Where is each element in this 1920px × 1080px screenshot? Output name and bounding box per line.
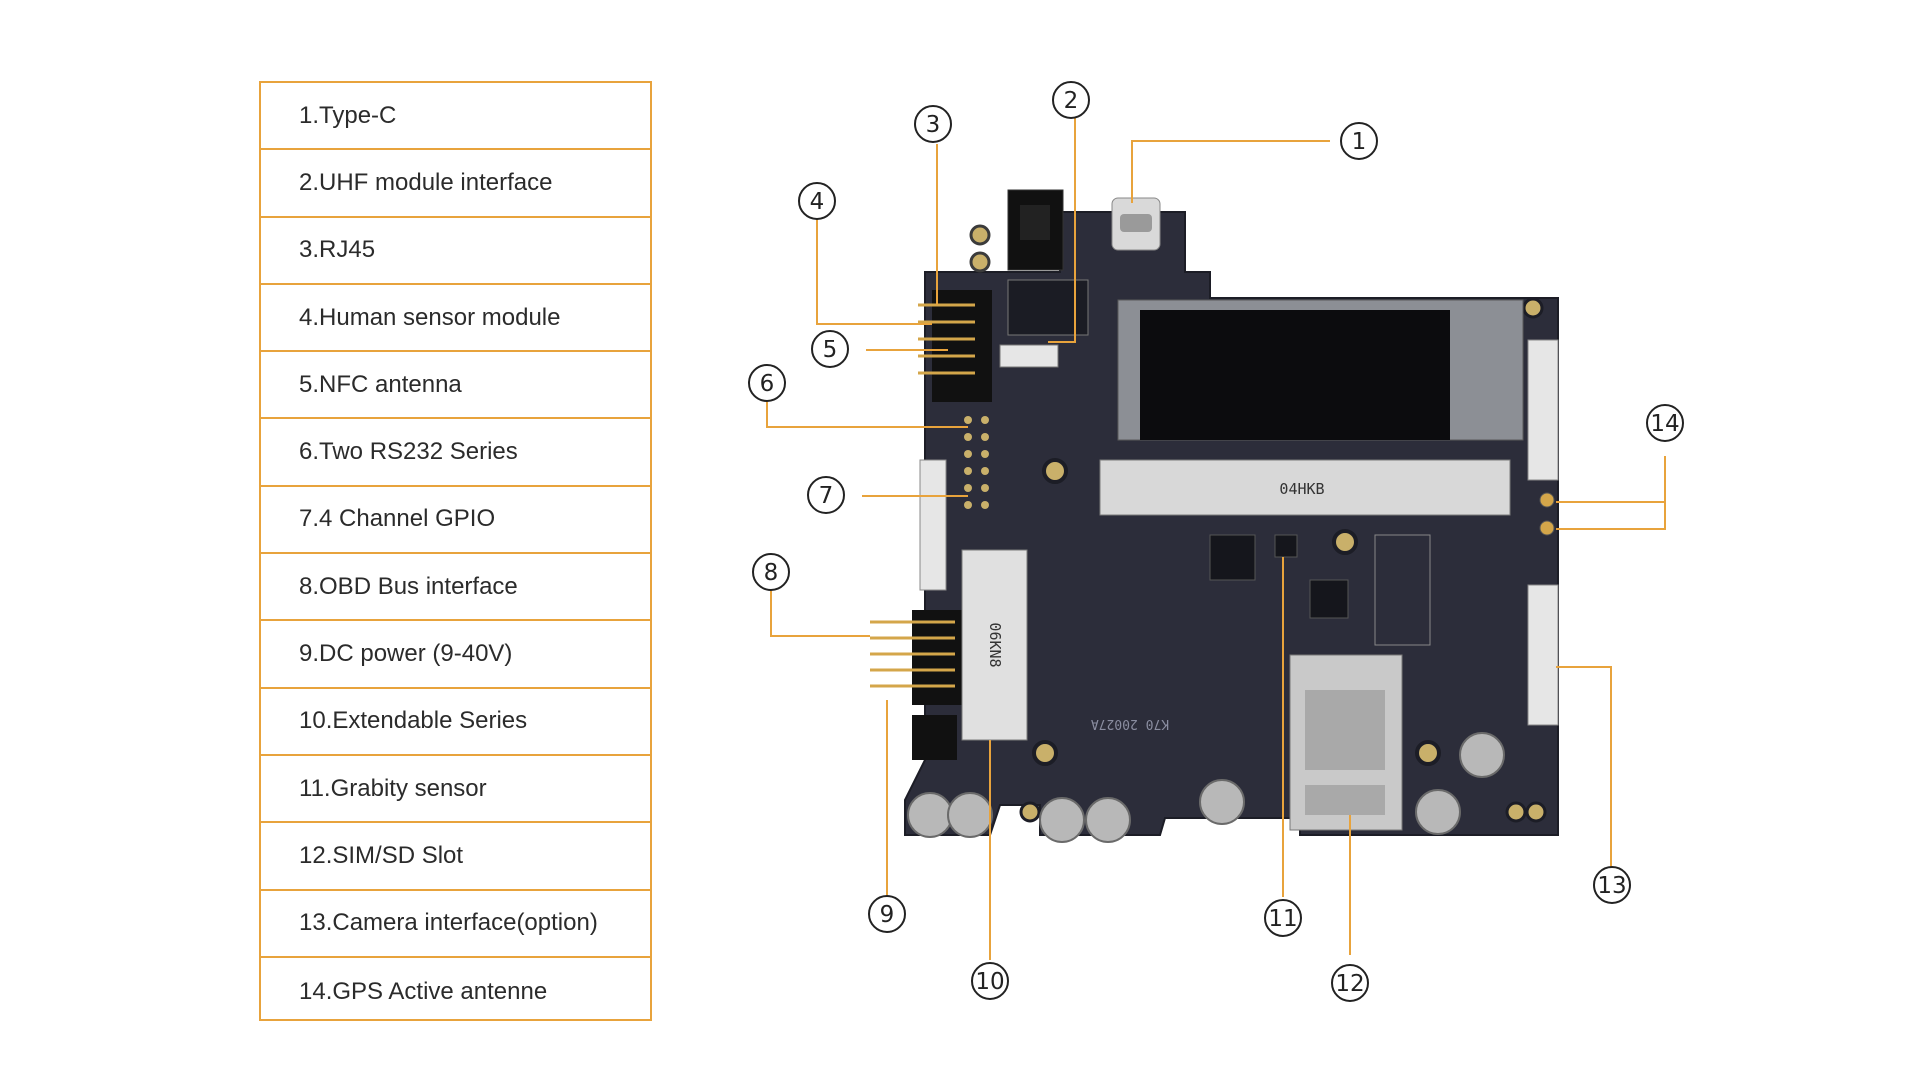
- mount-hole: [969, 224, 991, 246]
- callout-8: 8: [752, 553, 790, 591]
- callout-4: 4: [798, 182, 836, 220]
- pcb-board: 04HKB: [870, 189, 1559, 843]
- camera-connector: [1527, 584, 1559, 726]
- legend-item-extendable: 10.Extendable Series: [261, 689, 650, 756]
- callout-14: 14: [1646, 404, 1684, 442]
- leader-2: [1048, 118, 1076, 343]
- legend-item-camera: 13.Camera interface(option): [261, 891, 650, 958]
- callout-7: 7: [807, 476, 845, 514]
- mount-hole: [1332, 529, 1358, 555]
- callout-11: 11: [1264, 899, 1302, 937]
- legend-item-type-c: 1.Type-C: [261, 83, 650, 151]
- slot-mark: 06KN8: [986, 622, 1004, 667]
- rj45-opening: [1020, 205, 1050, 240]
- gpio-pads: [964, 416, 989, 509]
- chip-outline: [1374, 534, 1431, 646]
- black-tape: [1140, 310, 1450, 440]
- svg-text:8: 8: [764, 560, 779, 586]
- callout-2: 2: [1052, 81, 1090, 119]
- sd-contacts: [1305, 785, 1385, 815]
- svg-text:11: 11: [1268, 906, 1297, 932]
- leader-13: [1556, 666, 1612, 870]
- legend-item-obd: 8.OBD Bus interface: [261, 554, 650, 622]
- legend-item-dc-power: 9.DC power (9-40V): [261, 621, 650, 689]
- dc-jack: [912, 715, 957, 760]
- leader-1: [1131, 140, 1330, 203]
- mount-hole: [1042, 458, 1068, 484]
- callout-12: 12: [1331, 964, 1369, 1002]
- ffc-connector-right-top: [1527, 339, 1559, 481]
- svg-text:9: 9: [880, 902, 895, 928]
- mount-hole: [1032, 740, 1058, 766]
- gravity-sensor-chip: [1274, 534, 1298, 558]
- mount-hole: [1525, 801, 1547, 823]
- chip: [1209, 534, 1256, 581]
- legend-item-sim-sd: 12.SIM/SD Slot: [261, 823, 650, 891]
- callout-3: 3: [914, 105, 952, 143]
- legend-item-gravity-sensor: 11.Grabity sensor: [261, 756, 650, 824]
- callout-5: 5: [811, 330, 849, 368]
- svg-text:4: 4: [810, 189, 825, 215]
- callout-13: 13: [1593, 866, 1631, 904]
- chip: [1309, 579, 1349, 619]
- svg-text:5: 5: [823, 337, 838, 363]
- capacitors: [907, 732, 1505, 843]
- legend-item-gpio: 7.4 Channel GPIO: [261, 487, 650, 555]
- m2-slot: [1099, 459, 1511, 516]
- svg-text:3: 3: [926, 112, 941, 138]
- pin-header-obd: [870, 610, 972, 705]
- svg-text:2: 2: [1064, 88, 1079, 114]
- svg-text:13: 13: [1597, 873, 1626, 899]
- svg-text:10: 10: [975, 969, 1004, 995]
- svg-text:6: 6: [760, 371, 775, 397]
- mount-hole: [1505, 801, 1527, 823]
- legend-item-rs232: 6.Two RS232 Series: [261, 419, 650, 487]
- svg-text:12: 12: [1335, 971, 1364, 997]
- legend-item-human-sensor: 4.Human sensor module: [261, 285, 650, 353]
- pin-header-top: [918, 290, 992, 402]
- callout-9: 9: [868, 895, 906, 933]
- svg-text:14: 14: [1650, 411, 1679, 437]
- svg-text:1: 1: [1352, 129, 1367, 155]
- header-body: [932, 290, 992, 402]
- ffc-connector-left: [919, 459, 947, 591]
- leader-4: [816, 217, 932, 325]
- leader-lines: [766, 118, 1666, 960]
- callout-6: 6: [748, 364, 786, 402]
- mount-hole: [969, 251, 991, 273]
- callout-1: 1: [1340, 122, 1378, 160]
- mount-hole: [1522, 297, 1544, 319]
- leader-14b: [1556, 456, 1666, 530]
- nfc-connector: [999, 344, 1059, 368]
- pcb-code: K70 20027A: [1091, 716, 1169, 731]
- mount-hole: [1019, 801, 1041, 823]
- legend-table: 1.Type-C 2.UHF module interface 3.RJ45 4…: [259, 81, 652, 1021]
- gps-connector: [1539, 492, 1555, 508]
- svg-text:7: 7: [819, 483, 834, 509]
- type-c-opening: [1120, 214, 1152, 232]
- legend-item-nfc: 5.NFC antenna: [261, 352, 650, 420]
- mini-pcie-slot: [961, 549, 1028, 741]
- sim-contacts: [1305, 690, 1385, 770]
- callout-10: 10: [971, 962, 1009, 1000]
- legend-item-rj45: 3.RJ45: [261, 218, 650, 285]
- legend-item-uhf: 2.UHF module interface: [261, 150, 650, 218]
- gps-connector: [1539, 520, 1555, 536]
- mount-hole: [1415, 740, 1441, 766]
- module-mark: 04HKB: [1279, 480, 1324, 498]
- leader-8: [770, 591, 870, 637]
- leader-6: [766, 402, 968, 428]
- legend-item-gps: 14.GPS Active antenne: [299, 977, 548, 1005]
